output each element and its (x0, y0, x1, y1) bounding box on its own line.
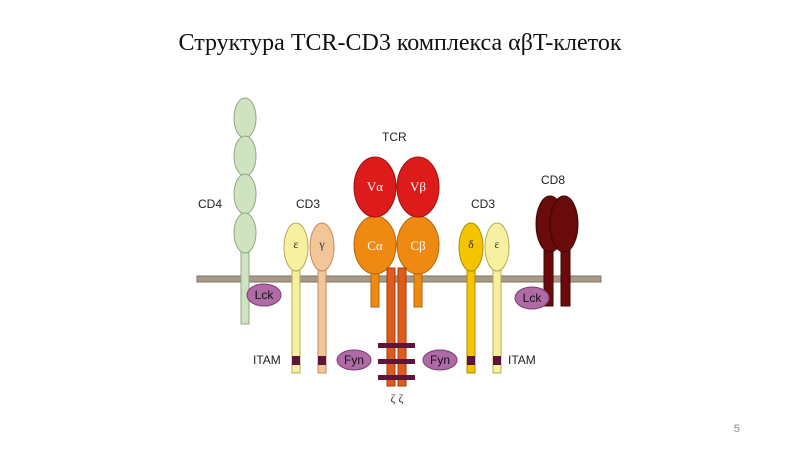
itam-motif (467, 356, 475, 365)
cd4-label: CD4 (198, 197, 222, 211)
slide-title: Структура TCR-CD3 комплекса αβT-клеток (178, 30, 622, 56)
itam-motif (318, 356, 326, 365)
page-number: 5 (733, 423, 740, 435)
fyn-right-label: Fyn (430, 353, 450, 367)
cd3-left-label: CD3 (296, 197, 320, 211)
delta-label: δ (468, 237, 474, 251)
cd3-delta-chain: δ (458, 222, 484, 374)
v-beta-label: Vβ (410, 179, 426, 194)
gamma-label: γ (318, 237, 325, 251)
fyn-left-kinase: Fyn (336, 349, 372, 371)
fyn-right-kinase: Fyn (422, 349, 458, 371)
c-alpha-label: Cα (367, 238, 383, 253)
itam-motif (292, 356, 300, 365)
epsilon-right-label: ε (494, 237, 499, 251)
cd4-molecule (233, 97, 257, 325)
lck-right-kinase: Lck (514, 286, 550, 310)
itam-motif (378, 343, 415, 348)
itam-motif (378, 359, 415, 364)
cd3-gamma-chain: γ (309, 222, 335, 374)
lck-left-kinase: Lck (246, 283, 282, 307)
cd8-label: CD8 (541, 173, 565, 187)
tcr-label: TCR (382, 130, 407, 144)
zeta-dimer: ζ ζ (378, 267, 415, 405)
lck-right-label: Lck (523, 291, 543, 305)
itam-right-label: ITAM (508, 353, 536, 367)
lck-left-label: Lck (255, 288, 275, 302)
itam-left-label: ITAM (253, 353, 281, 367)
cd3-epsilon-left-chain: ε (283, 222, 309, 374)
tcr-beta-chain: Vβ Cβ (396, 156, 440, 308)
tcr-alpha-chain: Vα Cα (353, 156, 397, 308)
epsilon-left-label: ε (293, 237, 298, 251)
v-alpha-label: Vα (367, 179, 383, 194)
cd3-right-label: CD3 (471, 197, 495, 211)
fyn-left-label: Fyn (344, 353, 364, 367)
cd3-epsilon-right-chain: ε (484, 222, 510, 374)
cd8-molecule (535, 195, 579, 307)
itam-motif (493, 356, 501, 365)
itam-motif (378, 375, 415, 380)
c-beta-label: Cβ (410, 238, 426, 253)
zeta-label: ζ ζ (391, 391, 404, 405)
